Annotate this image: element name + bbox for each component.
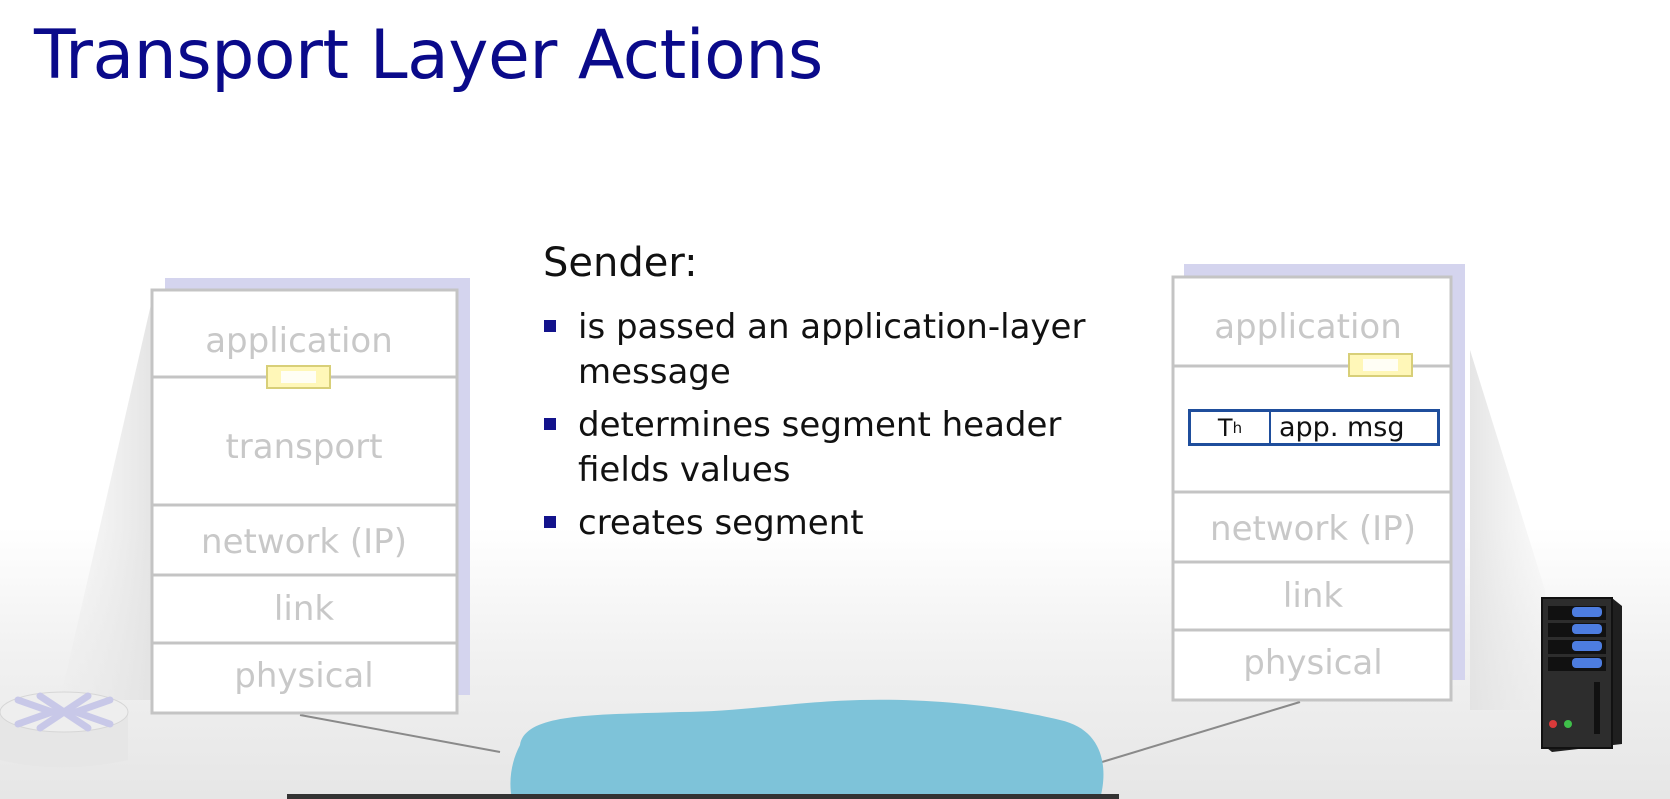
sender-bullet-list: is passed an application-layer message d… xyxy=(544,305,1098,554)
sender-heading: Sender: xyxy=(543,240,698,286)
slide-title: Transport Layer Actions xyxy=(34,16,823,95)
left-layer-network: network (IP) xyxy=(201,522,407,562)
left-layer-application: application xyxy=(205,321,393,361)
segment-header-label: T xyxy=(1217,413,1233,442)
segment-header-subscript: h xyxy=(1232,418,1243,437)
router-icon xyxy=(0,691,129,768)
left-layer-link: link xyxy=(274,589,334,629)
message-envelope-icon xyxy=(1348,353,1413,377)
bullet-item: is passed an application-layer message xyxy=(544,305,1098,395)
message-envelope-icon xyxy=(266,365,331,389)
right-link xyxy=(1101,701,1301,763)
left-link xyxy=(299,714,501,753)
right-layer-link: link xyxy=(1283,576,1343,616)
left-layer-transport: transport xyxy=(225,427,382,467)
network-cloud-icon xyxy=(510,699,1104,799)
left-layer-physical: physical xyxy=(234,656,373,696)
server-icon xyxy=(1541,597,1622,752)
right-layer-physical: physical xyxy=(1243,643,1382,683)
left-beam xyxy=(60,300,152,700)
right-layer-application: application xyxy=(1214,307,1402,347)
right-protocol-stack: application network (IP) link physical xyxy=(1171,264,1465,702)
bullet-item: determines segment header fields values xyxy=(544,403,1098,493)
bottom-bar xyxy=(287,794,1119,799)
right-beam xyxy=(1470,350,1545,710)
bullet-item: creates segment xyxy=(544,501,1098,546)
left-protocol-stack: application transport network (IP) link … xyxy=(150,278,470,715)
segment-message: app. msg xyxy=(1279,412,1405,443)
right-layer-network: network (IP) xyxy=(1210,509,1416,549)
